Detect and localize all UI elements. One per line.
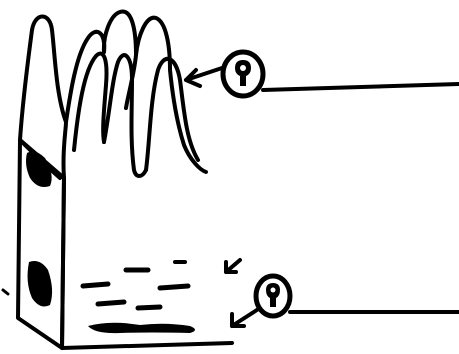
front-face-texture xyxy=(80,260,195,334)
base-block-front-face xyxy=(60,176,234,350)
projection-contour xyxy=(144,56,200,172)
callout-2-numeral-eye xyxy=(270,287,276,293)
callout-2-lower-arrow-shaft xyxy=(230,306,262,328)
callout-1-arrowhead xyxy=(184,68,202,88)
side-blotch-lower xyxy=(27,261,53,307)
callout-2-lower-arrowhead xyxy=(230,312,246,328)
texture-dash xyxy=(135,304,163,311)
texture-dash xyxy=(80,281,111,289)
callout-2-numeral xyxy=(266,283,280,307)
callout-1-numeral xyxy=(235,60,251,86)
callout-1-leader-line xyxy=(261,82,459,92)
projection-contour xyxy=(18,138,62,180)
projection-contour xyxy=(102,53,148,178)
callout-2 xyxy=(224,258,459,328)
texture-smear xyxy=(88,322,195,334)
callout-2-upper-arrowhead xyxy=(224,260,238,274)
texture-dash xyxy=(157,283,191,291)
upper-projections xyxy=(18,9,208,180)
callout-1 xyxy=(184,49,459,99)
projection-contour xyxy=(61,120,68,180)
edge-tick xyxy=(1,288,10,296)
projection-contour xyxy=(124,53,138,110)
callout-1-arrow-shaft xyxy=(184,66,224,82)
base-block xyxy=(1,138,234,350)
texture-dash xyxy=(95,299,127,307)
projection-contour xyxy=(72,51,109,152)
side-blotch-upper xyxy=(26,151,52,187)
projections-outline xyxy=(18,9,208,174)
callout-1-numeral-eye xyxy=(240,65,246,71)
